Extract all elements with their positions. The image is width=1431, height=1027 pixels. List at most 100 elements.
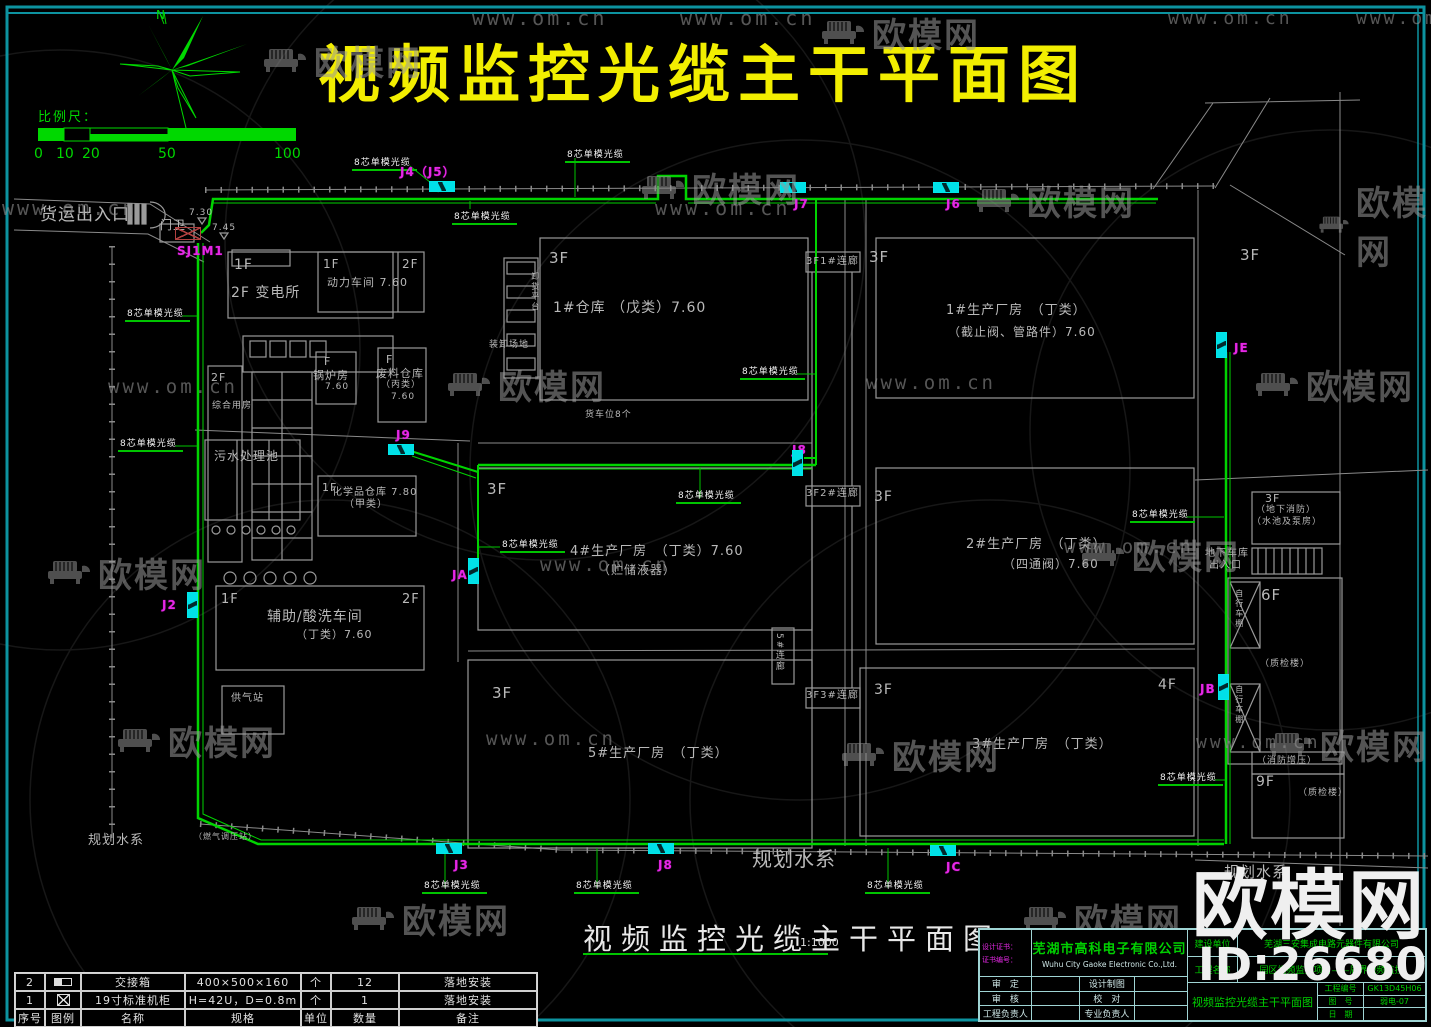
plan-label: 货车位8个	[585, 410, 632, 420]
plan-label: 3F	[874, 489, 893, 505]
junction-marker	[187, 592, 198, 618]
date-row: 日 期	[1318, 1008, 1425, 1021]
plan-label: （甲类）	[344, 499, 388, 510]
plan-label: 规划水系	[88, 833, 145, 848]
plan-label: 3F3#连廊	[806, 690, 859, 701]
scale-tick: 0	[34, 146, 43, 162]
legend-cell: 1	[15, 991, 45, 1009]
certificate-notes: 设计证书： 证书编号：	[980, 930, 1032, 976]
plan-label: 3F	[492, 684, 513, 702]
legend-cell: 落地安装	[399, 973, 537, 991]
plan-label: 规划水系	[752, 847, 836, 871]
client-label: 建设单位	[1188, 930, 1238, 956]
plan-label: 1F	[234, 257, 253, 273]
junction-marker	[648, 843, 674, 854]
legend-header: 单位	[301, 1009, 331, 1027]
legend-cell: 个	[301, 991, 331, 1009]
legend-cell: 交接箱	[81, 973, 185, 991]
legend-cell: 2	[15, 973, 45, 991]
plan-label: 3F	[1265, 492, 1281, 505]
legend-cell	[45, 973, 81, 991]
plan-label: 9F	[1256, 774, 1275, 790]
project-number-value: GK13D45H06	[1367, 984, 1422, 994]
cable-label: 8芯单模光缆	[565, 147, 630, 163]
plan-label: 3#生产厂房 （丁类）	[972, 737, 1113, 752]
label-zhuanyefuzeren: 专业负责人	[1080, 1006, 1136, 1021]
plan-label: 污水处理池	[214, 449, 280, 463]
junction-marker	[933, 182, 959, 193]
plan-label: 7.60	[391, 392, 416, 402]
plan-label: （水池及泵房）	[1252, 517, 1323, 527]
legend-cell: H=42U，D=0.8m	[185, 991, 301, 1009]
signature-row: 审 定 设计制图	[980, 977, 1187, 992]
plan-label: F	[386, 353, 394, 366]
plan-label: 3F	[869, 248, 890, 266]
junction-label: J2	[162, 598, 177, 612]
plan-label: 综合用房	[212, 401, 253, 411]
plan-label: （地下消防）	[1256, 505, 1317, 515]
company-cell: 设计证书： 证书编号： 芜湖市高科电子有限公司 Wuhu City Gaoke …	[980, 930, 1187, 977]
legend-header: 名称	[81, 1009, 185, 1027]
junction-label: JE	[1234, 341, 1249, 355]
cable-label: 8芯单模光缆	[1158, 770, 1223, 786]
plan-label: （贮储液器）	[598, 563, 677, 577]
junction-marker	[930, 845, 956, 856]
plan-label: （燃气调压站）	[194, 832, 257, 841]
junction-label: JC	[946, 860, 962, 874]
plan-label: 3F	[874, 682, 893, 698]
blank-cell	[1032, 977, 1080, 991]
junction-label: J8	[658, 858, 673, 872]
plan-label: 规划水系	[1224, 863, 1289, 881]
project-label: 工程名称	[1188, 957, 1238, 982]
junction-marker	[1218, 674, 1229, 700]
plan-label: 7.60	[325, 382, 350, 392]
figure-number-value: 弱电-07	[1379, 997, 1410, 1006]
cable-label: 8芯单模光缆	[740, 364, 805, 380]
plan-label: 3F	[549, 249, 570, 267]
client-row: 建设单位 芜湖三安集成电路元器件有限公司	[1188, 930, 1425, 957]
sheet-frame	[5, 5, 1426, 1022]
plan-label: 1#生产厂房 （丁类）	[946, 303, 1087, 318]
plan-label: 2F	[211, 371, 227, 384]
plan-label: （丁类）7.60	[296, 628, 373, 641]
page-title: 视频监控光缆主干平面图	[318, 38, 1089, 111]
plan-label: （截止阀、管路件）7.60	[948, 325, 1096, 339]
plan-label: 5#生产厂房 （丁类）	[588, 746, 729, 761]
figure-number-row: 图 号 弱电-07	[1318, 995, 1425, 1009]
plan-label: 1#仓库 （戊类）7.60	[553, 300, 707, 316]
company-name-en: Wuhu City Gaoke Electronic Co.,Ltd.	[1041, 959, 1178, 969]
junction-label: J4（J5）	[400, 165, 456, 179]
scale-tick: 50	[158, 146, 176, 162]
rack-icon	[56, 994, 70, 1006]
plan-label: （丙类）	[381, 380, 422, 390]
legend-header: 图例	[45, 1009, 81, 1027]
watermark-id: ID:2668013	[1198, 938, 1431, 991]
plan-label: 动力车间 7.60	[327, 276, 408, 289]
plan-label: 3F	[487, 480, 508, 498]
legend-cell	[45, 991, 81, 1009]
legend-header: 规格	[185, 1009, 301, 1027]
scale-tick: 100	[274, 146, 301, 162]
legend-header: 备注	[399, 1009, 537, 1027]
plan-label: （消防增压）	[1257, 756, 1318, 766]
plan-label: 锅炉房	[313, 369, 349, 382]
cert-line: 证书编号：	[982, 955, 1017, 964]
label-gongchengfuzeren: 工程负责人	[980, 1006, 1032, 1021]
fiber-cables	[175, 158, 1231, 888]
blank-cell	[1032, 1006, 1080, 1021]
plan-label: 地下车库	[1205, 548, 1249, 559]
footer-scale: 1:1000	[800, 936, 839, 949]
legend-header: 序号	[15, 1009, 45, 1027]
junction-marker	[429, 181, 455, 192]
plan-label: 自行车棚	[1234, 685, 1244, 725]
junction-label: J3	[454, 858, 469, 872]
plan-label: 2F	[402, 592, 420, 607]
plan-label: 1F	[221, 592, 239, 607]
cable-label: 8芯单模光缆	[500, 537, 565, 553]
scale-bar-label: 比例尺：	[38, 110, 99, 125]
junction-marker	[780, 182, 806, 193]
plan-label: 3F2#连廊	[806, 488, 859, 499]
